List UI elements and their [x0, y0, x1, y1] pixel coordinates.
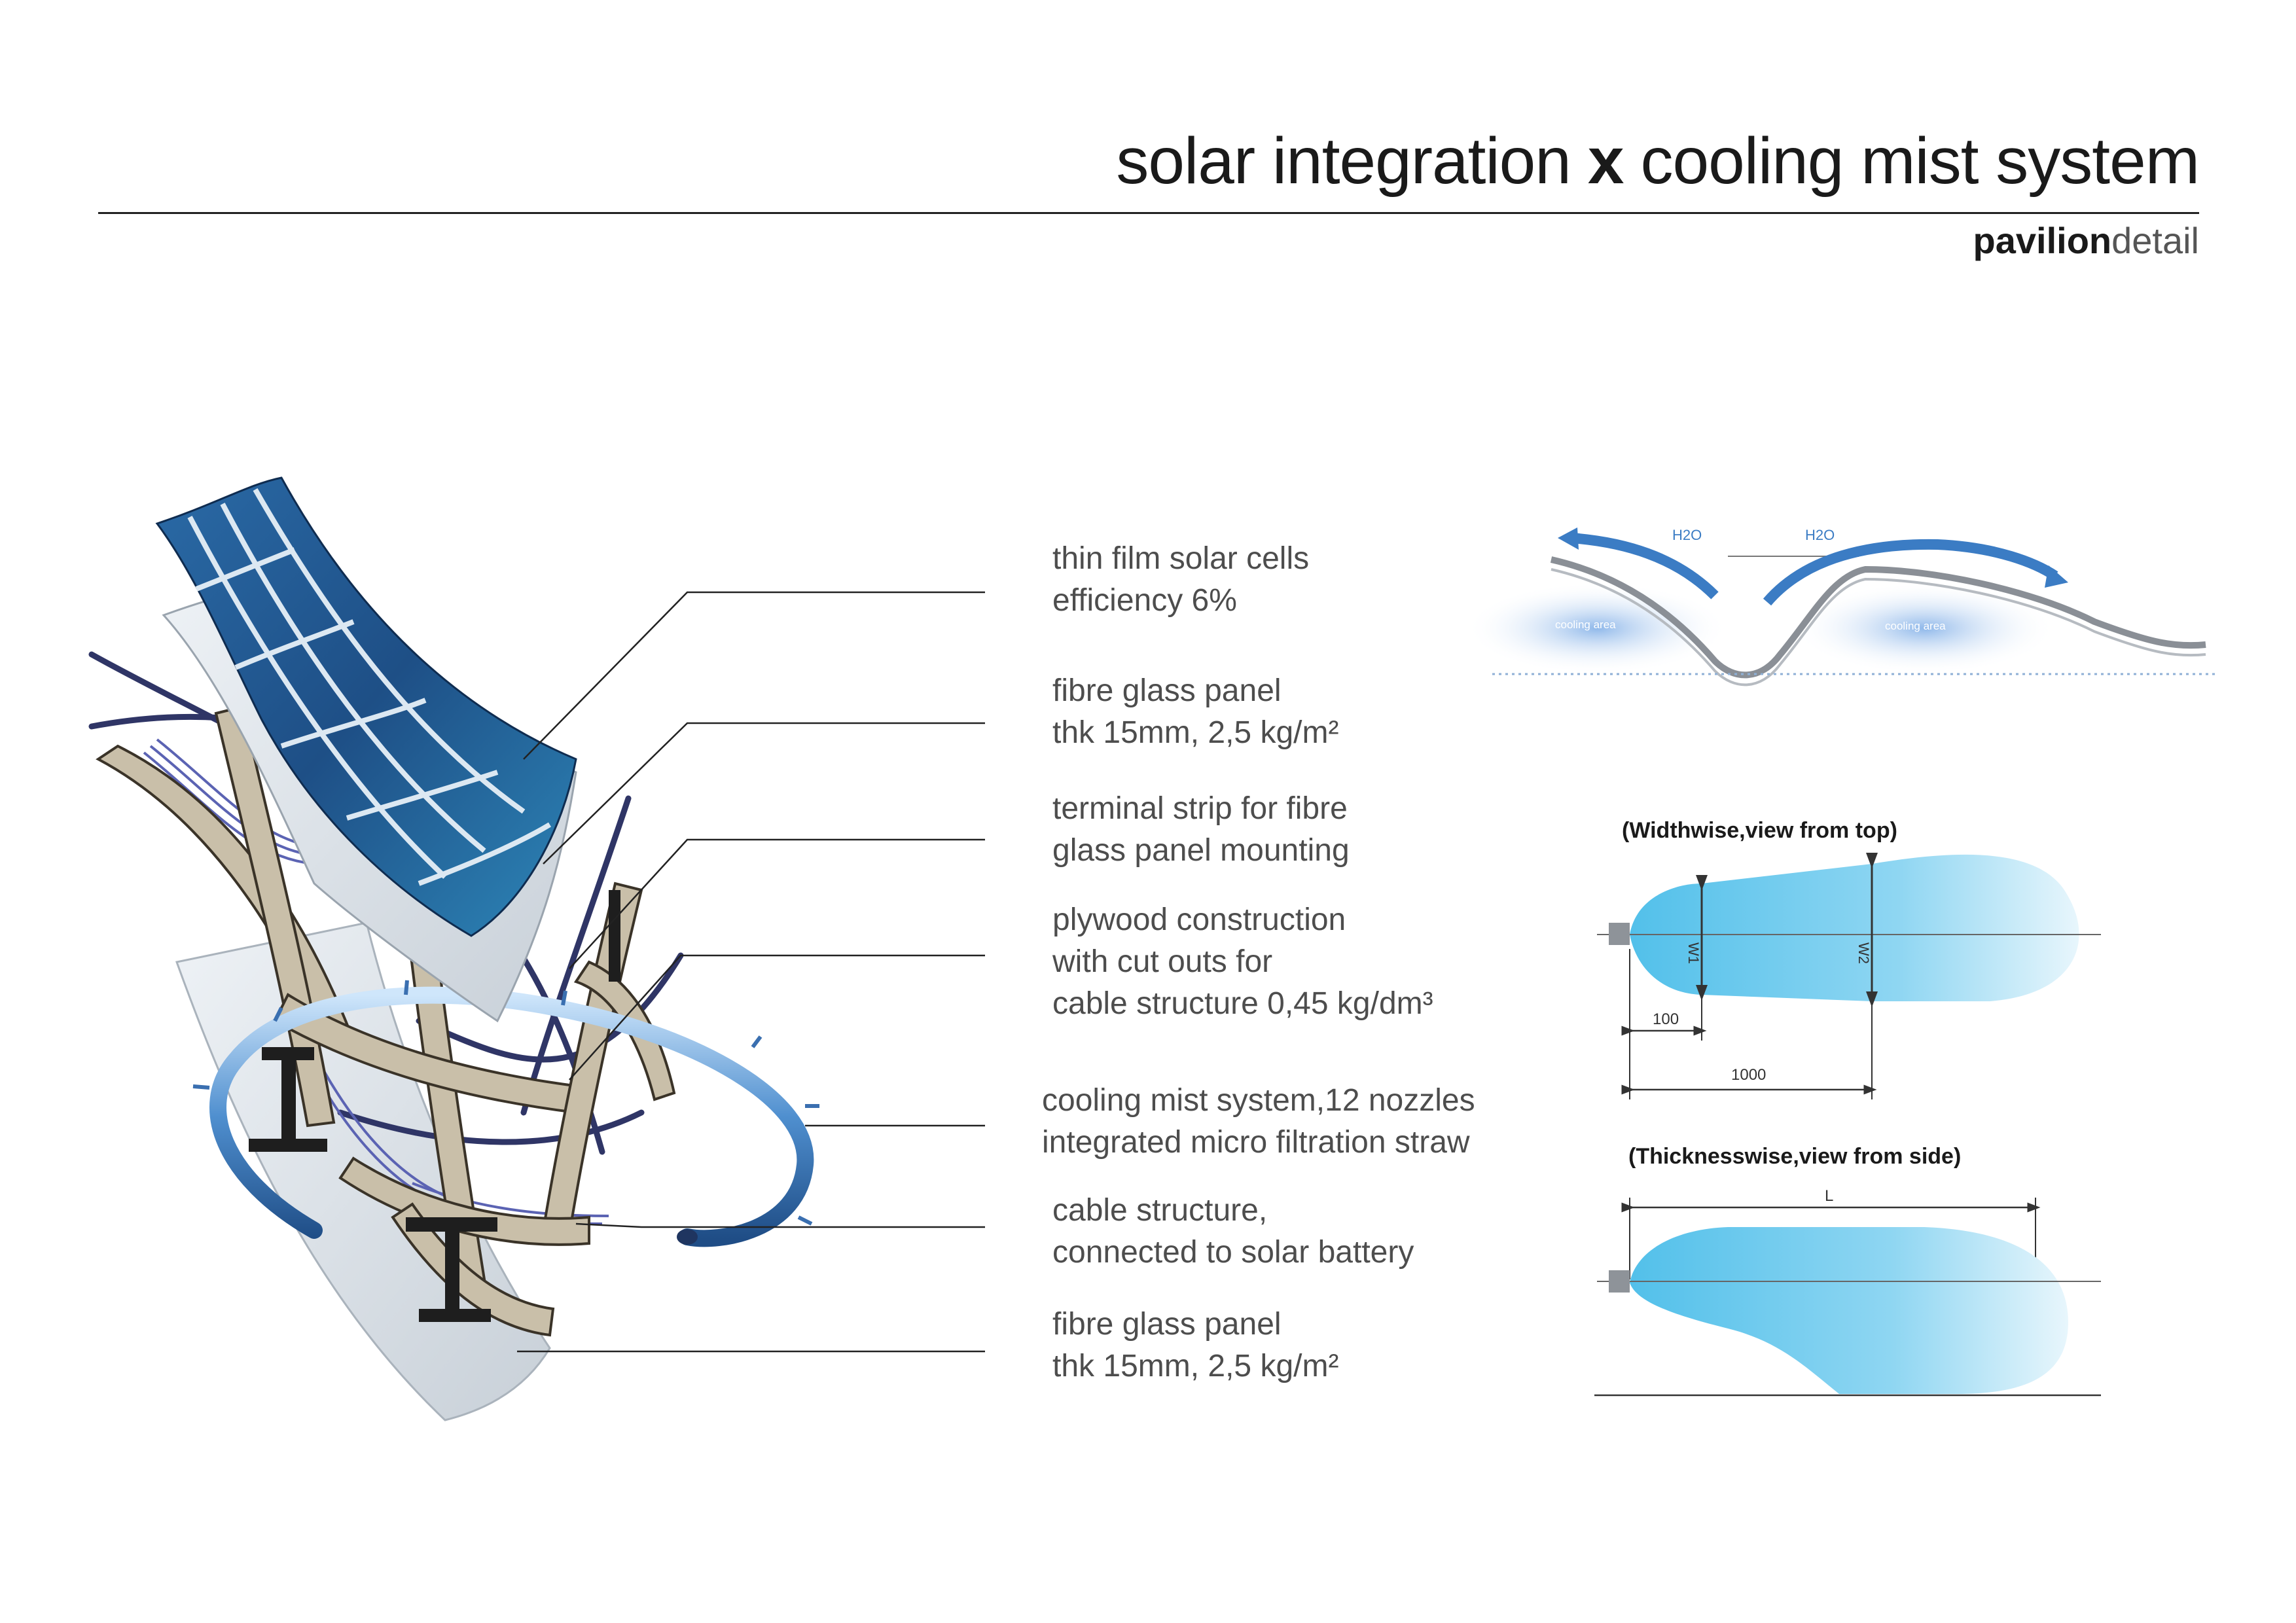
w2-label: W2: [1856, 942, 1872, 964]
pavilion-section-diagram: H2O H2O cooling area cooling area: [1466, 527, 2219, 687]
spray-pattern-top-view: (Widthwise,view from top) W1 W2 100 1000: [1597, 818, 2101, 1099]
subtitle-light: detail: [2111, 220, 2199, 261]
dim-1000-label: 1000: [1731, 1066, 1766, 1084]
label-plywood-construction: plywood construction with cut outs for c…: [1052, 902, 1433, 1021]
label-fibre-glass-panel-top: fibre glass panel thk 15mm, 2,5 kg/m²: [1052, 673, 1339, 750]
cooling-mist-ring: [192, 980, 819, 1247]
cooling-area-left-glow: [1466, 582, 1728, 674]
spray-top-title: (Widthwise,view from top): [1622, 818, 1897, 843]
h2o-label-right: H2O: [1805, 527, 1835, 543]
title-part-1: solar integration: [1116, 124, 1571, 198]
label-terminal-strip: terminal strip for fibre glass panel mou…: [1052, 791, 1350, 868]
page-subtitle: paviliondetail: [1973, 223, 2199, 259]
rib-connectors: [249, 890, 620, 1322]
label-thin-film-solar-cells: thin film solar cells efficiency 6%: [1052, 541, 1310, 618]
w1-label: W1: [1685, 942, 1702, 964]
title-part-2: cooling mist system: [1640, 124, 2200, 198]
label-fibre-glass-panel-bottom: fibre glass panel thk 15mm, 2,5 kg/m²: [1052, 1307, 1339, 1383]
thin-film-solar-cells: [155, 476, 577, 937]
spray-side-plume: [1630, 1227, 2068, 1394]
section-roof: [1550, 556, 2206, 679]
nozzle-top: [1609, 923, 1630, 945]
cooling-area-right-glow: [1793, 582, 2055, 674]
airflow-arrow-right: [1763, 539, 2058, 606]
h2o-label-left: H2O: [1672, 527, 1702, 543]
spray-side-title: (Thicknesswise,view from side): [1628, 1144, 1961, 1169]
cooling-area-label-right: cooling area: [1885, 620, 1946, 632]
exploded-pavilion-illustration: [88, 476, 819, 1421]
dim-100-label: 100: [1653, 1010, 1679, 1028]
title-x: x: [1587, 124, 1624, 198]
label-cable-structure: cable structure, connected to solar batt…: [1052, 1193, 1414, 1270]
header-rule: [98, 212, 2199, 214]
leader-lines: [517, 591, 985, 1353]
dim-l-label: L: [1825, 1187, 1833, 1205]
spray-pattern-side-view: (Thicknesswise,view from side) L: [1594, 1144, 2101, 1397]
label-cooling-mist-system: cooling mist system,12 nozzles integrate…: [1042, 1083, 1475, 1160]
subtitle-bold: pavilion: [1973, 220, 2112, 261]
cooling-area-label-left: cooling area: [1555, 618, 1616, 631]
spray-top-plume: [1630, 854, 2079, 1001]
nozzle-side: [1609, 1270, 1630, 1293]
airflow-arrow-left: [1570, 533, 1719, 599]
